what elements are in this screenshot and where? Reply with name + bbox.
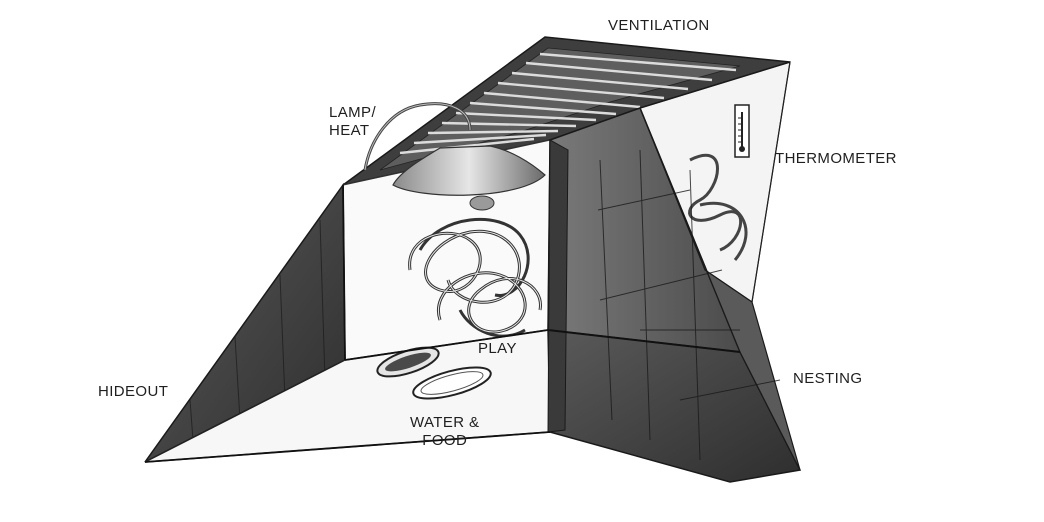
label-thermometer: THERMOMETER [775, 150, 897, 167]
label-play: PLAY [478, 340, 517, 357]
outline-edges [144, 184, 551, 463]
label-lamp-heat: LAMP/ HEAT [329, 104, 377, 139]
label-ventilation: VENTILATION [608, 17, 710, 34]
heat-lamp [392, 145, 546, 211]
food-dish [412, 366, 492, 400]
label-nesting: NESTING [793, 370, 863, 387]
thermometer-icon [734, 104, 750, 158]
nesting-box [547, 107, 802, 483]
label-hideout: HIDEOUT [98, 383, 169, 400]
vent-slats [399, 52, 737, 155]
label-water-food: WATER & FOOD [410, 414, 480, 449]
